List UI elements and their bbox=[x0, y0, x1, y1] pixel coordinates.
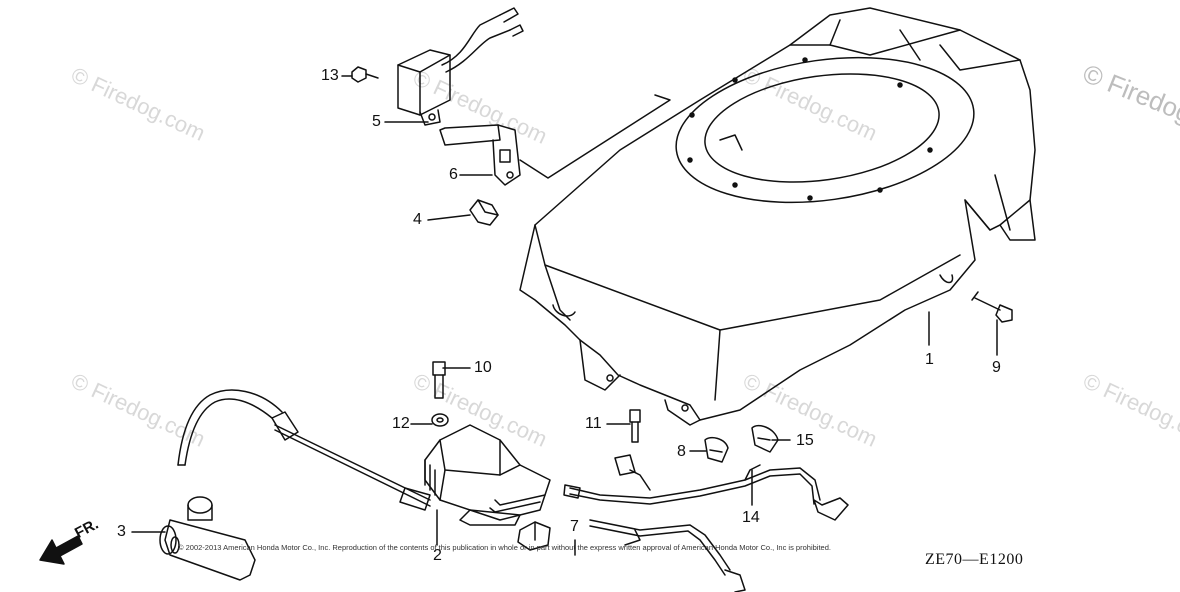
clamp-8-part bbox=[704, 436, 729, 463]
ignition-coil-part bbox=[424, 424, 551, 526]
callout-11: 11 bbox=[585, 415, 602, 432]
callout-5: 5 bbox=[372, 113, 381, 130]
front-direction-arrow bbox=[39, 535, 83, 565]
callout-10: 10 bbox=[474, 359, 492, 376]
fan-shroud-part bbox=[519, 7, 1036, 426]
callout-14: 14 bbox=[742, 509, 760, 526]
callout-9: 9 bbox=[992, 359, 1001, 376]
callout-7: 7 bbox=[570, 518, 579, 535]
bolt-10-part bbox=[432, 361, 446, 399]
callout-15: 15 bbox=[796, 432, 814, 449]
clamp-15-part bbox=[751, 424, 779, 453]
bracket-6-part bbox=[439, 124, 521, 186]
bolt-13-part bbox=[351, 66, 379, 83]
washer-12-part bbox=[431, 413, 449, 427]
callout-1: 1 bbox=[925, 351, 934, 368]
callout-2: 2 bbox=[433, 547, 442, 564]
callout-4: 4 bbox=[413, 211, 422, 228]
connector-7-part bbox=[517, 521, 551, 551]
callout-6: 6 bbox=[449, 166, 458, 183]
diagram-code: ZE70—E1200 bbox=[925, 551, 1024, 568]
copyright-notice: © 2002-2013 American Honda Motor Co., In… bbox=[178, 543, 831, 552]
wire-harness-part bbox=[563, 454, 849, 592]
spark-plug-cap-part bbox=[159, 496, 256, 581]
ignition-module-part bbox=[397, 7, 524, 126]
bolt-9-part bbox=[971, 291, 1013, 323]
callout-8: 8 bbox=[677, 443, 686, 460]
spark-plug-wire-part bbox=[177, 389, 431, 511]
clip-4-part bbox=[469, 199, 499, 226]
callout-13: 13 bbox=[321, 67, 339, 84]
bolt-11-part bbox=[629, 409, 641, 443]
leader-line bbox=[519, 94, 671, 179]
callout-3: 3 bbox=[117, 523, 126, 540]
callout-12: 12 bbox=[392, 415, 410, 432]
washer-12-hole bbox=[436, 417, 444, 423]
